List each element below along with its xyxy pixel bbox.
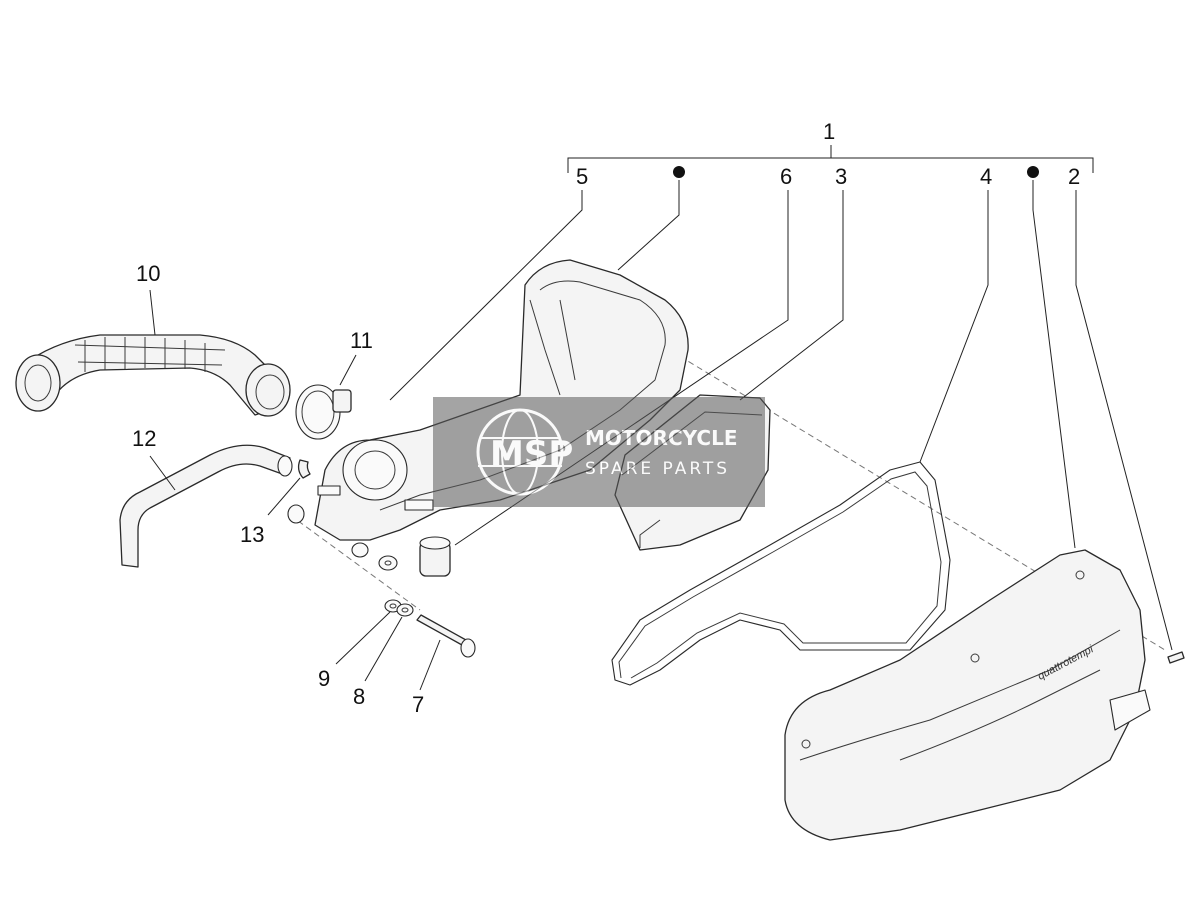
watermark-logo: MSP xyxy=(490,434,573,474)
leader-dot-1 xyxy=(617,180,680,271)
callout-10: 10 xyxy=(136,261,160,286)
part-2-air-box-cover[interactable]: quattrotempi xyxy=(784,549,1151,841)
callout-2: 2 xyxy=(1068,164,1080,189)
watermark-line2: SPARE PARTS xyxy=(585,459,730,479)
leader-4 xyxy=(919,190,989,463)
leader-5 xyxy=(389,190,583,401)
callout-13: 13 xyxy=(240,522,264,547)
leader-2 xyxy=(1075,190,1173,651)
callout-1: 1 xyxy=(823,119,835,144)
part-13-clip[interactable] xyxy=(287,459,311,524)
part-5-filter-housing[interactable] xyxy=(314,259,689,558)
kit-1-bracket xyxy=(567,145,1094,173)
callout-12: 12 xyxy=(132,426,156,451)
callout-9: 9 xyxy=(318,666,330,691)
part-11-hose-clamp[interactable] xyxy=(295,384,352,440)
callout-6: 6 xyxy=(780,164,792,189)
leader-7 xyxy=(419,639,441,691)
watermark-globe-meridian xyxy=(501,409,539,495)
part-10-intake-duct[interactable] xyxy=(15,334,291,417)
part-7-bolt[interactable] xyxy=(416,614,476,658)
callout-8: 8 xyxy=(353,684,365,709)
leader-dot-2 xyxy=(1032,180,1076,549)
callout-7: 7 xyxy=(412,692,424,717)
part-6-filter-cartridge[interactable] xyxy=(419,536,451,577)
callout-5: 5 xyxy=(576,164,588,189)
small-screw[interactable] xyxy=(1167,651,1185,664)
assembly-axis-line-lower xyxy=(289,514,421,611)
leader-12 xyxy=(149,455,176,491)
leader-3 xyxy=(739,190,844,401)
leader-13 xyxy=(267,477,301,516)
callout-4: 4 xyxy=(980,164,992,189)
leader-8 xyxy=(364,616,403,682)
callout-11: 11 xyxy=(350,328,373,353)
watermark-globe-lines xyxy=(478,437,562,467)
part-8-washer[interactable] xyxy=(396,603,414,617)
leader-10 xyxy=(149,289,156,336)
part-12-breather-hose[interactable] xyxy=(119,444,293,568)
leader-9 xyxy=(335,611,391,665)
part-4-gasket[interactable] xyxy=(611,461,951,686)
watermark-box xyxy=(433,397,765,507)
leader-11 xyxy=(339,354,357,386)
kit-bullet-dot xyxy=(1027,166,1039,178)
callout-3: 3 xyxy=(835,164,847,189)
watermark-line1: MOTORCYCLE xyxy=(585,426,737,450)
washer-upper[interactable] xyxy=(378,555,398,571)
kit-bullet-dot xyxy=(673,166,685,178)
watermark: MSP MOTORCYCLE SPARE PARTS xyxy=(433,397,765,507)
